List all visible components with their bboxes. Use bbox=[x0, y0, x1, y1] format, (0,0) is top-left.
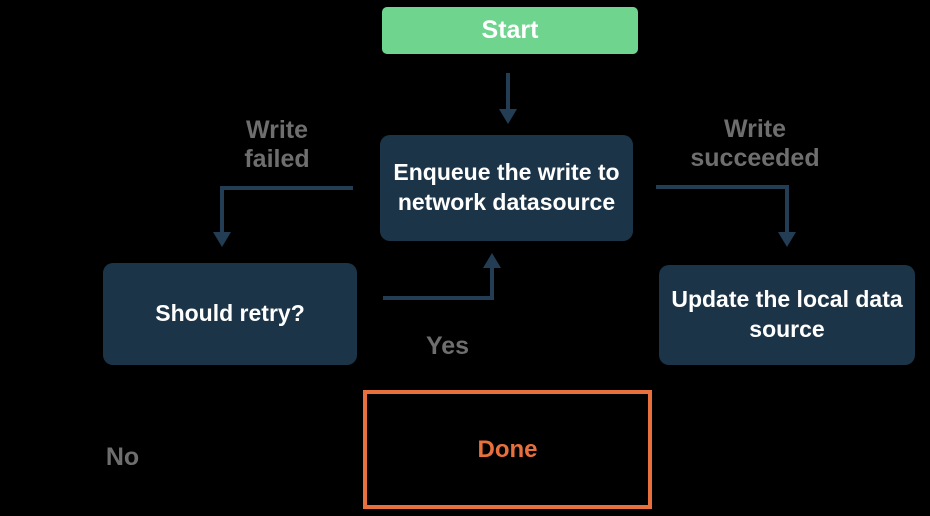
node-update-local-label: Update the local data source bbox=[671, 286, 903, 342]
node-done-label: Done bbox=[477, 435, 538, 463]
node-start: Start bbox=[382, 7, 638, 54]
arrow-start-to-enqueue bbox=[499, 73, 517, 124]
node-update-local: Update the local data source bbox=[659, 265, 915, 365]
node-should-retry: Should retry? bbox=[103, 263, 357, 365]
node-done: Done bbox=[363, 390, 652, 509]
edge-label-no: No bbox=[105, 443, 140, 471]
arrow-enqueue-to-should-retry bbox=[213, 186, 353, 247]
arrow-should-retry-to-enqueue bbox=[383, 253, 501, 300]
node-enqueue-write: Enqueue the write to network datasource bbox=[380, 135, 633, 241]
arrow-enqueue-to-update-local bbox=[656, 185, 796, 247]
edge-label-write-failed: Write failed bbox=[244, 116, 310, 173]
node-should-retry-label: Should retry? bbox=[155, 300, 305, 327]
node-start-label: Start bbox=[481, 16, 539, 45]
edge-label-yes: Yes bbox=[425, 332, 470, 360]
node-enqueue-write-label: Enqueue the write to network datasource bbox=[393, 159, 620, 215]
edge-label-write-succeeded: Write succeeded bbox=[690, 115, 820, 172]
